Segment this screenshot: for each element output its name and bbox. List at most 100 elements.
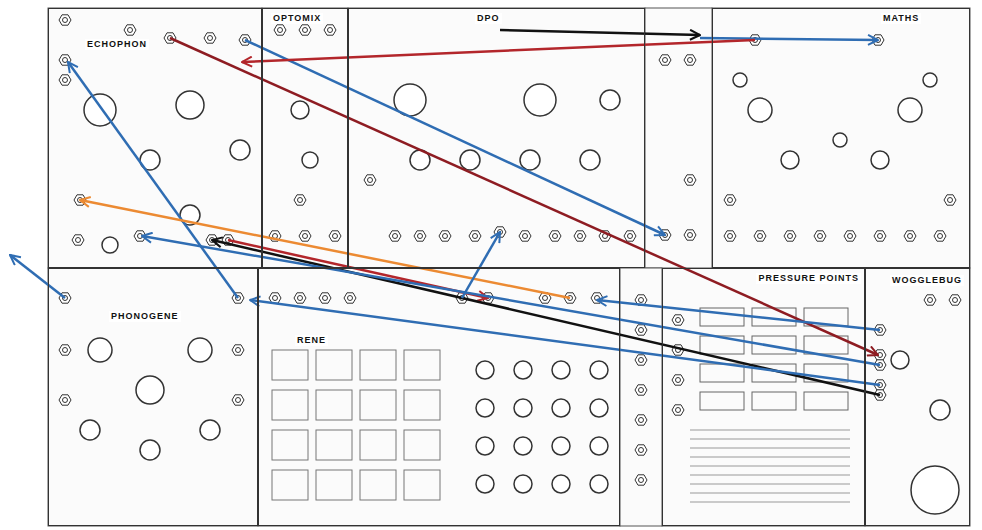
jack-nut — [319, 293, 331, 303]
jack — [319, 293, 331, 303]
knob — [200, 420, 220, 440]
jack — [635, 325, 647, 335]
knob — [514, 399, 532, 417]
knob — [88, 338, 112, 362]
jack-hole — [848, 234, 853, 239]
jack — [574, 231, 586, 241]
jack — [949, 295, 961, 305]
jack-nut — [294, 293, 306, 303]
patch-cable — [80, 200, 570, 298]
module: OPTOMIX — [262, 8, 348, 268]
knob — [552, 399, 570, 417]
jack-nut — [469, 231, 481, 241]
jack — [659, 55, 671, 65]
touch-pad — [360, 390, 396, 420]
patch-cable — [250, 300, 880, 385]
jack — [549, 231, 561, 241]
jack-hole — [818, 234, 823, 239]
jack-nut — [724, 195, 736, 205]
jack-hole — [443, 234, 448, 239]
jack-hole — [639, 388, 644, 393]
jack — [724, 195, 736, 205]
plate-grille — [690, 457, 850, 458]
jack-nut — [684, 175, 696, 185]
jack-hole — [63, 348, 68, 353]
jack-nut — [904, 231, 916, 241]
module: WOGGLEBUG — [865, 268, 970, 526]
jack-hole — [298, 296, 303, 301]
touch-pad — [360, 430, 396, 460]
jack-hole — [639, 298, 644, 303]
jack-nut — [635, 355, 647, 365]
module-name: PRESSURE POINTS — [756, 273, 861, 284]
jack — [59, 395, 71, 405]
jack-hole — [543, 296, 548, 301]
jack-nut — [232, 345, 244, 355]
knob — [514, 437, 532, 455]
jack-hole — [393, 234, 398, 239]
jack-hole — [368, 178, 373, 183]
jack — [274, 25, 286, 35]
jack-hole — [333, 234, 338, 239]
jack-hole — [728, 234, 733, 239]
jack-hole — [208, 36, 213, 41]
module-name: DPO — [475, 13, 502, 24]
jack — [324, 25, 336, 35]
jack-hole — [928, 298, 933, 303]
module: ECHOPHON — [48, 8, 262, 268]
jack-hole — [553, 234, 558, 239]
jack — [59, 75, 71, 85]
jack-hole — [758, 234, 763, 239]
patch-cable — [170, 38, 878, 355]
knob — [476, 399, 494, 417]
knob — [833, 133, 847, 147]
jack — [204, 33, 216, 43]
jack-nut — [672, 315, 684, 325]
touch-pad — [404, 470, 440, 500]
module-name: MATHS — [881, 13, 921, 24]
jack-hole — [788, 234, 793, 239]
jack-hole — [878, 234, 883, 239]
jack — [232, 345, 244, 355]
jack — [874, 231, 886, 241]
jack-hole — [63, 18, 68, 23]
jack — [924, 295, 936, 305]
knob — [302, 152, 318, 168]
touch-pad — [404, 430, 440, 460]
pressure-plate — [700, 392, 744, 410]
knob — [898, 98, 922, 122]
module-name: RENE — [295, 335, 328, 346]
jack — [635, 445, 647, 455]
knob — [590, 361, 608, 379]
jack — [299, 25, 311, 35]
knob — [600, 90, 620, 110]
jack — [814, 231, 826, 241]
jack — [124, 25, 136, 35]
jack — [519, 231, 531, 241]
patch-cable — [242, 40, 755, 62]
touch-pad — [316, 390, 352, 420]
knob — [911, 466, 959, 514]
pressure-plate — [752, 392, 796, 410]
jack — [635, 355, 647, 365]
jack-hole — [138, 234, 143, 239]
jack-nut — [299, 25, 311, 35]
jack-hole — [298, 198, 303, 203]
module-panel — [258, 268, 620, 526]
knob — [476, 437, 494, 455]
jack — [844, 231, 856, 241]
knob — [590, 437, 608, 455]
knob — [552, 437, 570, 455]
knob — [930, 400, 950, 420]
jack-nut — [814, 231, 826, 241]
jack — [232, 395, 244, 405]
jack-hole — [878, 353, 883, 358]
jack-nut — [364, 175, 376, 185]
jack-nut — [659, 55, 671, 65]
touch-pad — [272, 390, 308, 420]
jack-nut — [59, 75, 71, 85]
knob — [552, 475, 570, 493]
jack — [635, 385, 647, 395]
